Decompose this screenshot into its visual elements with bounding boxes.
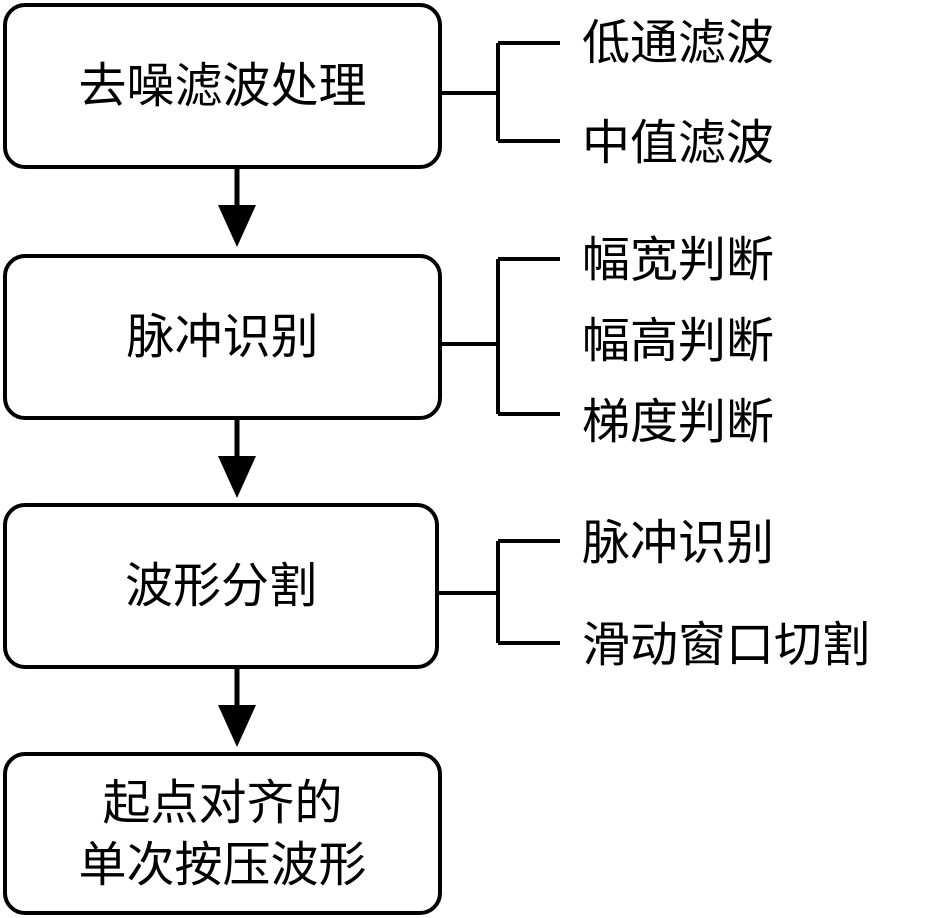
bracket-2 <box>440 257 560 416</box>
method-sliding-window-cut: 滑动窗口切割 <box>582 617 871 673</box>
bracket-3 <box>436 539 560 645</box>
method-height-check: 幅高判断 <box>582 313 775 369</box>
method-pulse-detect: 脉冲识别 <box>582 515 775 571</box>
step-result-box: 起点对齐的 单次按压波形 <box>3 752 442 915</box>
arrow-1-head <box>218 205 256 247</box>
step-segmentation-box: 波形分割 <box>3 503 439 669</box>
step-result-label-line-1: 起点对齐的 <box>102 774 343 831</box>
step-pulse-detect-box: 脉冲识别 <box>3 254 442 420</box>
step-result-label-line-2: 单次按压波形 <box>78 836 367 893</box>
arrow-2-head <box>218 456 256 498</box>
step-segmentation-label: 波形分割 <box>124 558 317 614</box>
step-denoise-box: 去噪滤波处理 <box>3 3 442 169</box>
step-denoise-label: 去噪滤波处理 <box>78 58 367 114</box>
method-lowpass-filter: 低通滤波 <box>582 15 775 71</box>
method-median-filter: 中值滤波 <box>582 115 775 171</box>
arrow-3-head <box>218 705 256 747</box>
bracket-1 <box>440 41 560 143</box>
step-pulse-detect-label: 脉冲识别 <box>126 309 319 365</box>
method-gradient-check: 梯度判断 <box>582 394 775 450</box>
method-width-check: 幅宽判断 <box>582 232 775 288</box>
